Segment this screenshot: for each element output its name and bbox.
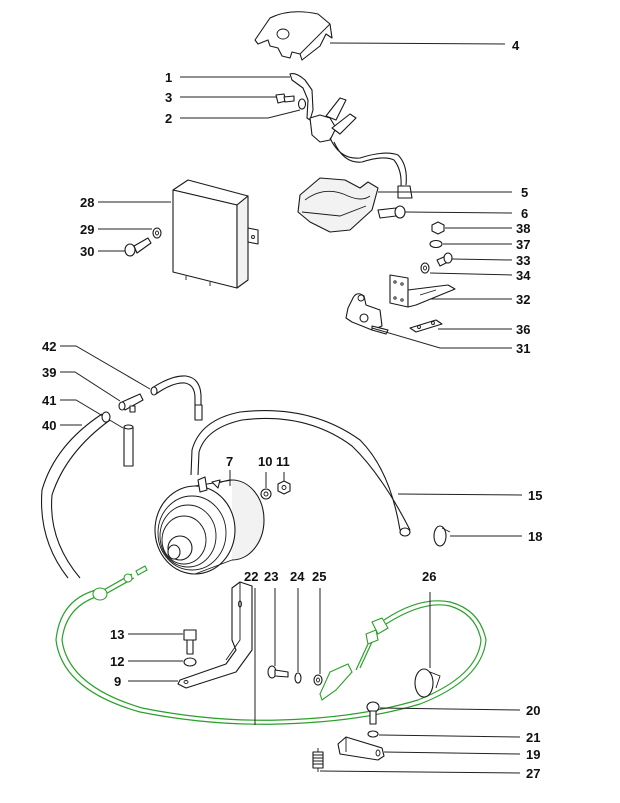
callout-40: 40 [42, 418, 56, 433]
callout-7: 7 [226, 454, 233, 469]
part-7-servo[interactable] [154, 476, 265, 575]
callout-32: 32 [516, 292, 530, 307]
callout-11: 11 [276, 454, 290, 469]
part-21-washer[interactable] [367, 730, 379, 738]
callout-10: 10 [258, 454, 272, 469]
callout-13: 13 [110, 627, 124, 642]
part-13-bolt[interactable] [183, 629, 197, 655]
leader-2 [180, 109, 301, 119]
leader-21 [378, 734, 521, 738]
leader-6 [404, 211, 513, 214]
part-29-washer[interactable] [152, 227, 162, 239]
part-4-upper-cover[interactable] [254, 11, 333, 61]
part-28-control-unit[interactable] [172, 179, 259, 289]
callout-42: 42 [42, 339, 56, 354]
part-36-plate[interactable] [409, 319, 443, 333]
part-31-switch[interactable] [345, 293, 389, 335]
part-26-cable-tie[interactable] [414, 668, 441, 698]
callout-20: 20 [526, 703, 540, 718]
leader-33 [451, 258, 513, 261]
callout-28: 28 [80, 195, 94, 210]
callout-25: 25 [312, 569, 326, 584]
part-10-washer[interactable] [260, 488, 272, 500]
leader-39 [60, 371, 121, 402]
leader-4 [329, 42, 506, 45]
callout-34: 34 [516, 268, 531, 283]
part-34-washer[interactable] [420, 262, 430, 274]
part-22-control-cable[interactable] [55, 565, 487, 725]
callout-12: 12 [110, 654, 124, 669]
part-30-screw[interactable] [124, 237, 152, 257]
callout-19: 19 [526, 747, 540, 762]
callout-6: 6 [521, 206, 528, 221]
callout-36: 36 [516, 322, 530, 337]
leader-27 [319, 770, 521, 774]
part-27-spring[interactable] [312, 748, 324, 772]
callout-24: 24 [290, 569, 305, 584]
part-11-nut[interactable] [277, 480, 291, 495]
callout-31: 31 [516, 341, 530, 356]
part-6-screw[interactable] [377, 205, 406, 219]
callout-37: 37 [516, 237, 530, 252]
part-42-hose[interactable] [150, 375, 203, 421]
part-38-nut[interactable] [431, 221, 445, 235]
part-32-bracket[interactable] [389, 274, 456, 308]
callout-21: 21 [526, 730, 540, 745]
part-23-screw[interactable] [267, 665, 289, 679]
part-39-t-connector[interactable] [118, 393, 144, 413]
part-18-hose-clamp[interactable] [433, 525, 451, 547]
callout-33: 33 [516, 253, 530, 268]
part-40-hose[interactable] [40, 411, 111, 579]
part-3-screw[interactable] [275, 93, 295, 104]
part-5-lower-cover[interactable] [297, 177, 379, 233]
callout-3: 3 [165, 90, 172, 105]
part-41-hose-piece[interactable] [123, 424, 134, 467]
callout-38: 38 [516, 221, 530, 236]
callout-39: 39 [42, 365, 56, 380]
callout-26: 26 [422, 569, 436, 584]
leader-42 [60, 345, 151, 390]
part-37-lock-washer[interactable] [429, 239, 443, 249]
part-1-switch-lever[interactable] [289, 73, 413, 199]
leader-31 [371, 327, 512, 349]
leader-34 [429, 272, 513, 276]
callout-23: 23 [264, 569, 278, 584]
part-25-washer[interactable] [313, 674, 323, 686]
leader-19 [383, 751, 521, 755]
callout-30: 30 [80, 244, 94, 259]
part-33-screw[interactable] [436, 252, 453, 267]
leader-20 [379, 707, 521, 711]
part-19-bracket[interactable] [337, 736, 385, 761]
leader-15 [397, 493, 523, 496]
callout-15: 15 [528, 488, 542, 503]
callout-27: 27 [526, 766, 540, 781]
part-15-vacuum-hose[interactable] [190, 410, 411, 537]
callout-29: 29 [80, 222, 94, 237]
callout-1: 1 [165, 70, 172, 85]
callout-9: 9 [114, 674, 121, 689]
callout-2: 2 [165, 111, 172, 126]
part-9-bracket[interactable] [177, 581, 253, 689]
callout-22: 22 [244, 569, 258, 584]
callout-4: 4 [512, 38, 520, 53]
part-2-washer[interactable] [297, 98, 307, 110]
callout-18: 18 [528, 529, 542, 544]
part-20-bolt[interactable] [366, 701, 380, 725]
leader-41 [60, 399, 124, 429]
callout-41: 41 [42, 393, 56, 408]
part-24-lock-washer[interactable] [294, 672, 302, 684]
callout-5: 5 [521, 185, 528, 200]
part-12-washer[interactable] [183, 657, 197, 667]
